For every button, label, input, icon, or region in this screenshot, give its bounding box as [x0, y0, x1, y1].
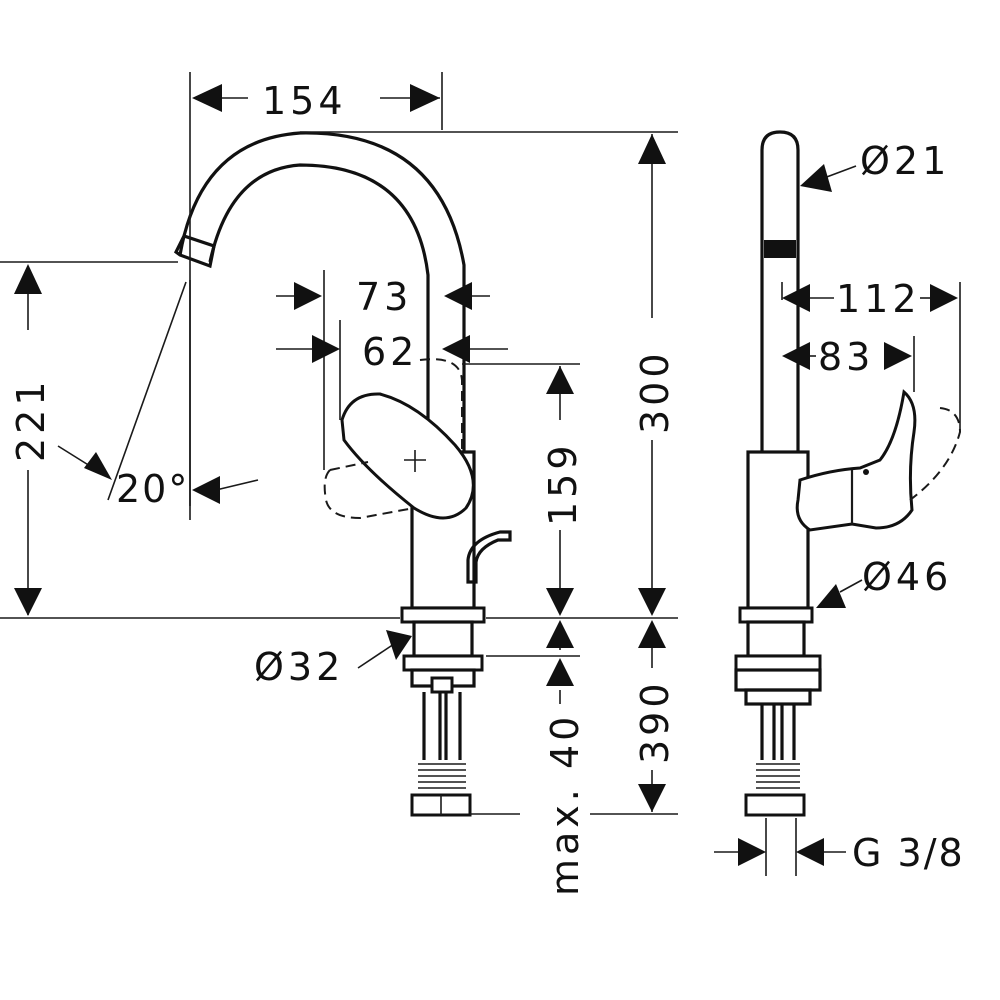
- dim-154: 154: [262, 79, 347, 123]
- side-lever: [795, 389, 917, 532]
- dim-dia-46: Ø46: [862, 555, 952, 599]
- side-lever-swing: [909, 407, 962, 501]
- dim-dia-21: Ø21: [860, 139, 950, 183]
- shank-block: [430, 676, 454, 694]
- popup-rod: [466, 530, 512, 584]
- dim-dia-32: Ø32: [254, 645, 344, 689]
- dim-thread-g38: G 3/8: [852, 831, 965, 875]
- handle-rest-outline: [323, 469, 415, 520]
- side-base-ring: [738, 606, 814, 624]
- dim-83: 83: [818, 335, 874, 379]
- side-spout-aerator: [764, 240, 796, 258]
- front-dimensions: 154 221 20° 73 62: [0, 72, 678, 896]
- side-hose-nut: [744, 793, 806, 817]
- spout-inner: [208, 163, 430, 452]
- dim-max-40: max. 40: [543, 713, 587, 896]
- dim-221: 221: [9, 377, 53, 462]
- handle-rest-outline-b: [329, 461, 369, 471]
- handle-lever: [340, 392, 475, 520]
- dim-112: 112: [836, 277, 921, 321]
- supply-hose-right: [444, 692, 462, 760]
- hose-threads: [418, 763, 466, 789]
- spout-outer: [178, 131, 466, 452]
- side-view: [734, 130, 962, 817]
- dim-angle-20: 20°: [116, 467, 189, 511]
- supply-hose-left: [422, 692, 442, 760]
- spout-tip: [173, 234, 216, 269]
- side-spout: [760, 130, 800, 452]
- dim-300: 300: [633, 349, 677, 434]
- front-view: [173, 131, 512, 817]
- shank-upper: [412, 620, 474, 658]
- lock-nut: [402, 654, 484, 672]
- base-ring-top: [400, 606, 486, 624]
- dim-73: 73: [356, 275, 412, 319]
- dim-390: 390: [633, 679, 677, 764]
- side-body: [746, 450, 810, 610]
- dim-159: 159: [541, 441, 585, 526]
- dim-62: 62: [362, 330, 418, 374]
- handle-swing-outline: [419, 358, 463, 450]
- side-dimensions: Ø21 112 83 Ø46 G 3/8: [714, 139, 965, 876]
- side-lock-nut: [734, 654, 822, 672]
